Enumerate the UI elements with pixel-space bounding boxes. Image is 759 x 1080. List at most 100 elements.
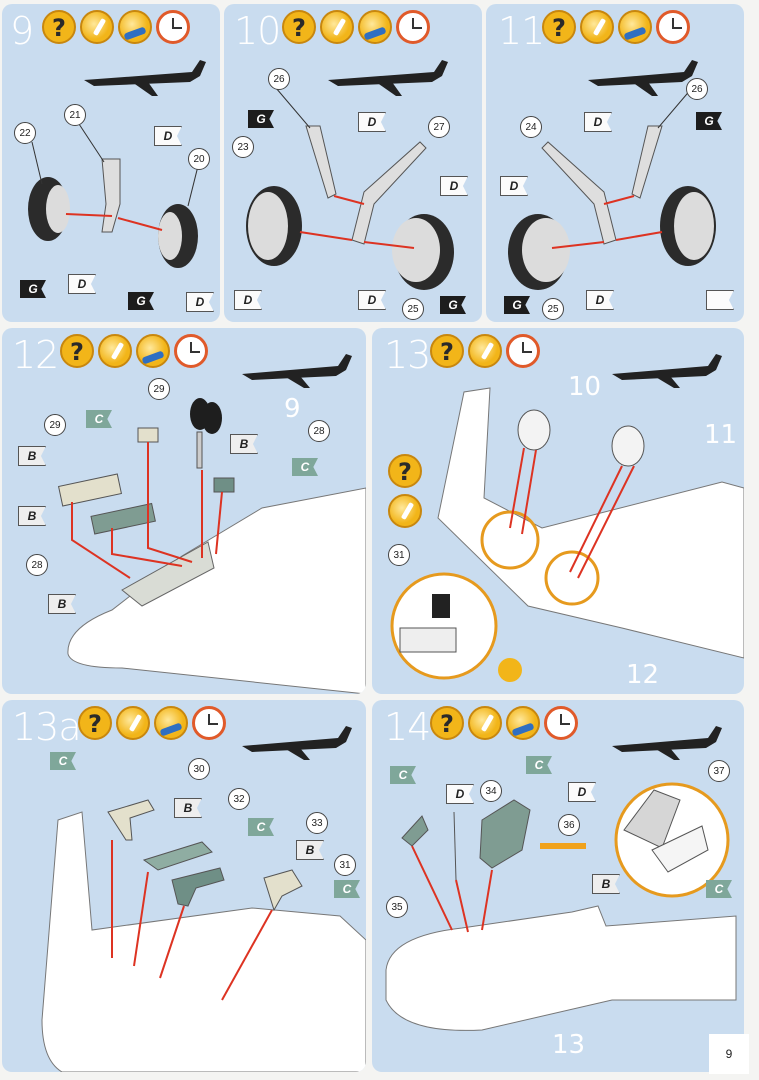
glue-icon [116, 706, 150, 740]
paint-tag: C [50, 752, 76, 770]
paint-tag: D [68, 274, 96, 294]
step-9-drawing [28, 60, 206, 268]
part-number: 27 [428, 116, 450, 138]
clock-icon [156, 10, 190, 44]
subassembly-label: 10 [568, 372, 602, 402]
step-12-drawing [57, 354, 366, 694]
part-number: 28 [308, 420, 330, 442]
paint-tag: C [334, 880, 360, 898]
step-10-panel: 10 26 27 23 25 G D D D D G [224, 4, 482, 322]
step-9-panel: 9 22 21 20 D G D G D [2, 4, 220, 322]
step-number: 12 [12, 333, 59, 377]
clock-icon [506, 334, 540, 368]
paint-icon [136, 334, 170, 368]
clock-icon [192, 706, 226, 740]
step-12-panel: 12 29 29 28 28 9 6 C B B B C B [2, 328, 366, 694]
help-icon [542, 10, 576, 44]
page-number: 9 [709, 1034, 749, 1074]
step-number: 13 [384, 333, 431, 377]
assembly-label: 12 [320, 1000, 354, 1030]
paint-tag: C [706, 880, 732, 898]
paint-tag: C [292, 458, 318, 476]
part-number: 21 [64, 104, 86, 126]
part-number: 22 [14, 122, 36, 144]
part-number: 26 [686, 78, 708, 100]
help-icon [42, 10, 76, 44]
step-icons [430, 706, 578, 740]
paint-tag: C [248, 818, 274, 836]
part-number: 33 [306, 812, 328, 834]
paint-tag: G [504, 296, 530, 314]
paint-icon [506, 706, 540, 740]
step-number: 14 [384, 705, 431, 749]
part-number: 32 [228, 788, 250, 810]
glue-icon [468, 334, 502, 368]
paint-tag: B [18, 506, 46, 526]
step-13a-drawing [41, 726, 366, 1072]
part-number: 26 [268, 68, 290, 90]
step-icons [282, 10, 430, 44]
part-number: 25 [402, 298, 424, 320]
wing-part-label: 12 [626, 660, 660, 690]
glue-icon [388, 494, 422, 528]
step-10-drawing [246, 60, 454, 290]
paint-tag: D [586, 290, 614, 310]
glue-icon [320, 10, 354, 44]
clock-icon [544, 706, 578, 740]
help-icon [388, 454, 422, 488]
paint-tag: D [234, 290, 262, 310]
glue-icon [98, 334, 132, 368]
glue-icon [80, 10, 114, 44]
step-number: 9 [10, 9, 34, 53]
part-number: 24 [520, 116, 542, 138]
paint-tag: G [696, 112, 722, 130]
clock-icon [656, 10, 690, 44]
part-number: 31 [334, 854, 356, 876]
fuselage-part-label: 6 [324, 650, 341, 680]
part-number: 28 [26, 554, 48, 576]
part-number: 35 [386, 896, 408, 918]
step-number: 11 [498, 9, 545, 53]
part-number: 37 [708, 760, 730, 782]
step-11-drawing [508, 60, 716, 290]
step-icons [42, 10, 190, 44]
assembly-label: 13 [552, 1030, 586, 1060]
step-13-panel: 13 10 11 31 12 [372, 328, 744, 694]
step-icons [430, 334, 540, 368]
help-icon [60, 334, 94, 368]
part-number: 23 [232, 136, 254, 158]
paint-tag: C [526, 756, 552, 774]
paint-tag: C [390, 766, 416, 784]
paint-icon [618, 10, 652, 44]
part-number: 29 [148, 378, 170, 400]
step-13-drawing [390, 354, 744, 682]
paint-tag: G [128, 292, 154, 310]
help-icon [78, 706, 112, 740]
clock-icon [396, 10, 430, 44]
paint-icon [154, 706, 188, 740]
subassembly-label: 9 [284, 394, 301, 424]
paint-icon [118, 10, 152, 44]
part-number: 34 [480, 780, 502, 802]
glue-icon [468, 706, 502, 740]
step-icons [542, 10, 690, 44]
step-number: 13a [12, 705, 82, 749]
step-13a-panel: 13a 30 32 33 31 C B C B C 12 [2, 700, 366, 1072]
paint-tag: G [20, 280, 46, 298]
step-icons [60, 334, 208, 368]
part-number: 25 [542, 298, 564, 320]
paint-tag: G [440, 296, 466, 314]
part-number: 29 [44, 414, 66, 436]
glue-icon [580, 10, 614, 44]
step-11-panel: 11 26 24 25 D G D G D [486, 4, 744, 322]
step-icons [78, 706, 226, 740]
clock-icon [174, 334, 208, 368]
help-icon [430, 706, 464, 740]
paint-tag: G [248, 110, 274, 128]
paint-icon [358, 10, 392, 44]
subassembly-label: 11 [704, 420, 738, 450]
help-icon [430, 334, 464, 368]
part-number: 20 [188, 148, 210, 170]
part-number: 36 [558, 814, 580, 836]
paint-tag: C [86, 410, 112, 428]
